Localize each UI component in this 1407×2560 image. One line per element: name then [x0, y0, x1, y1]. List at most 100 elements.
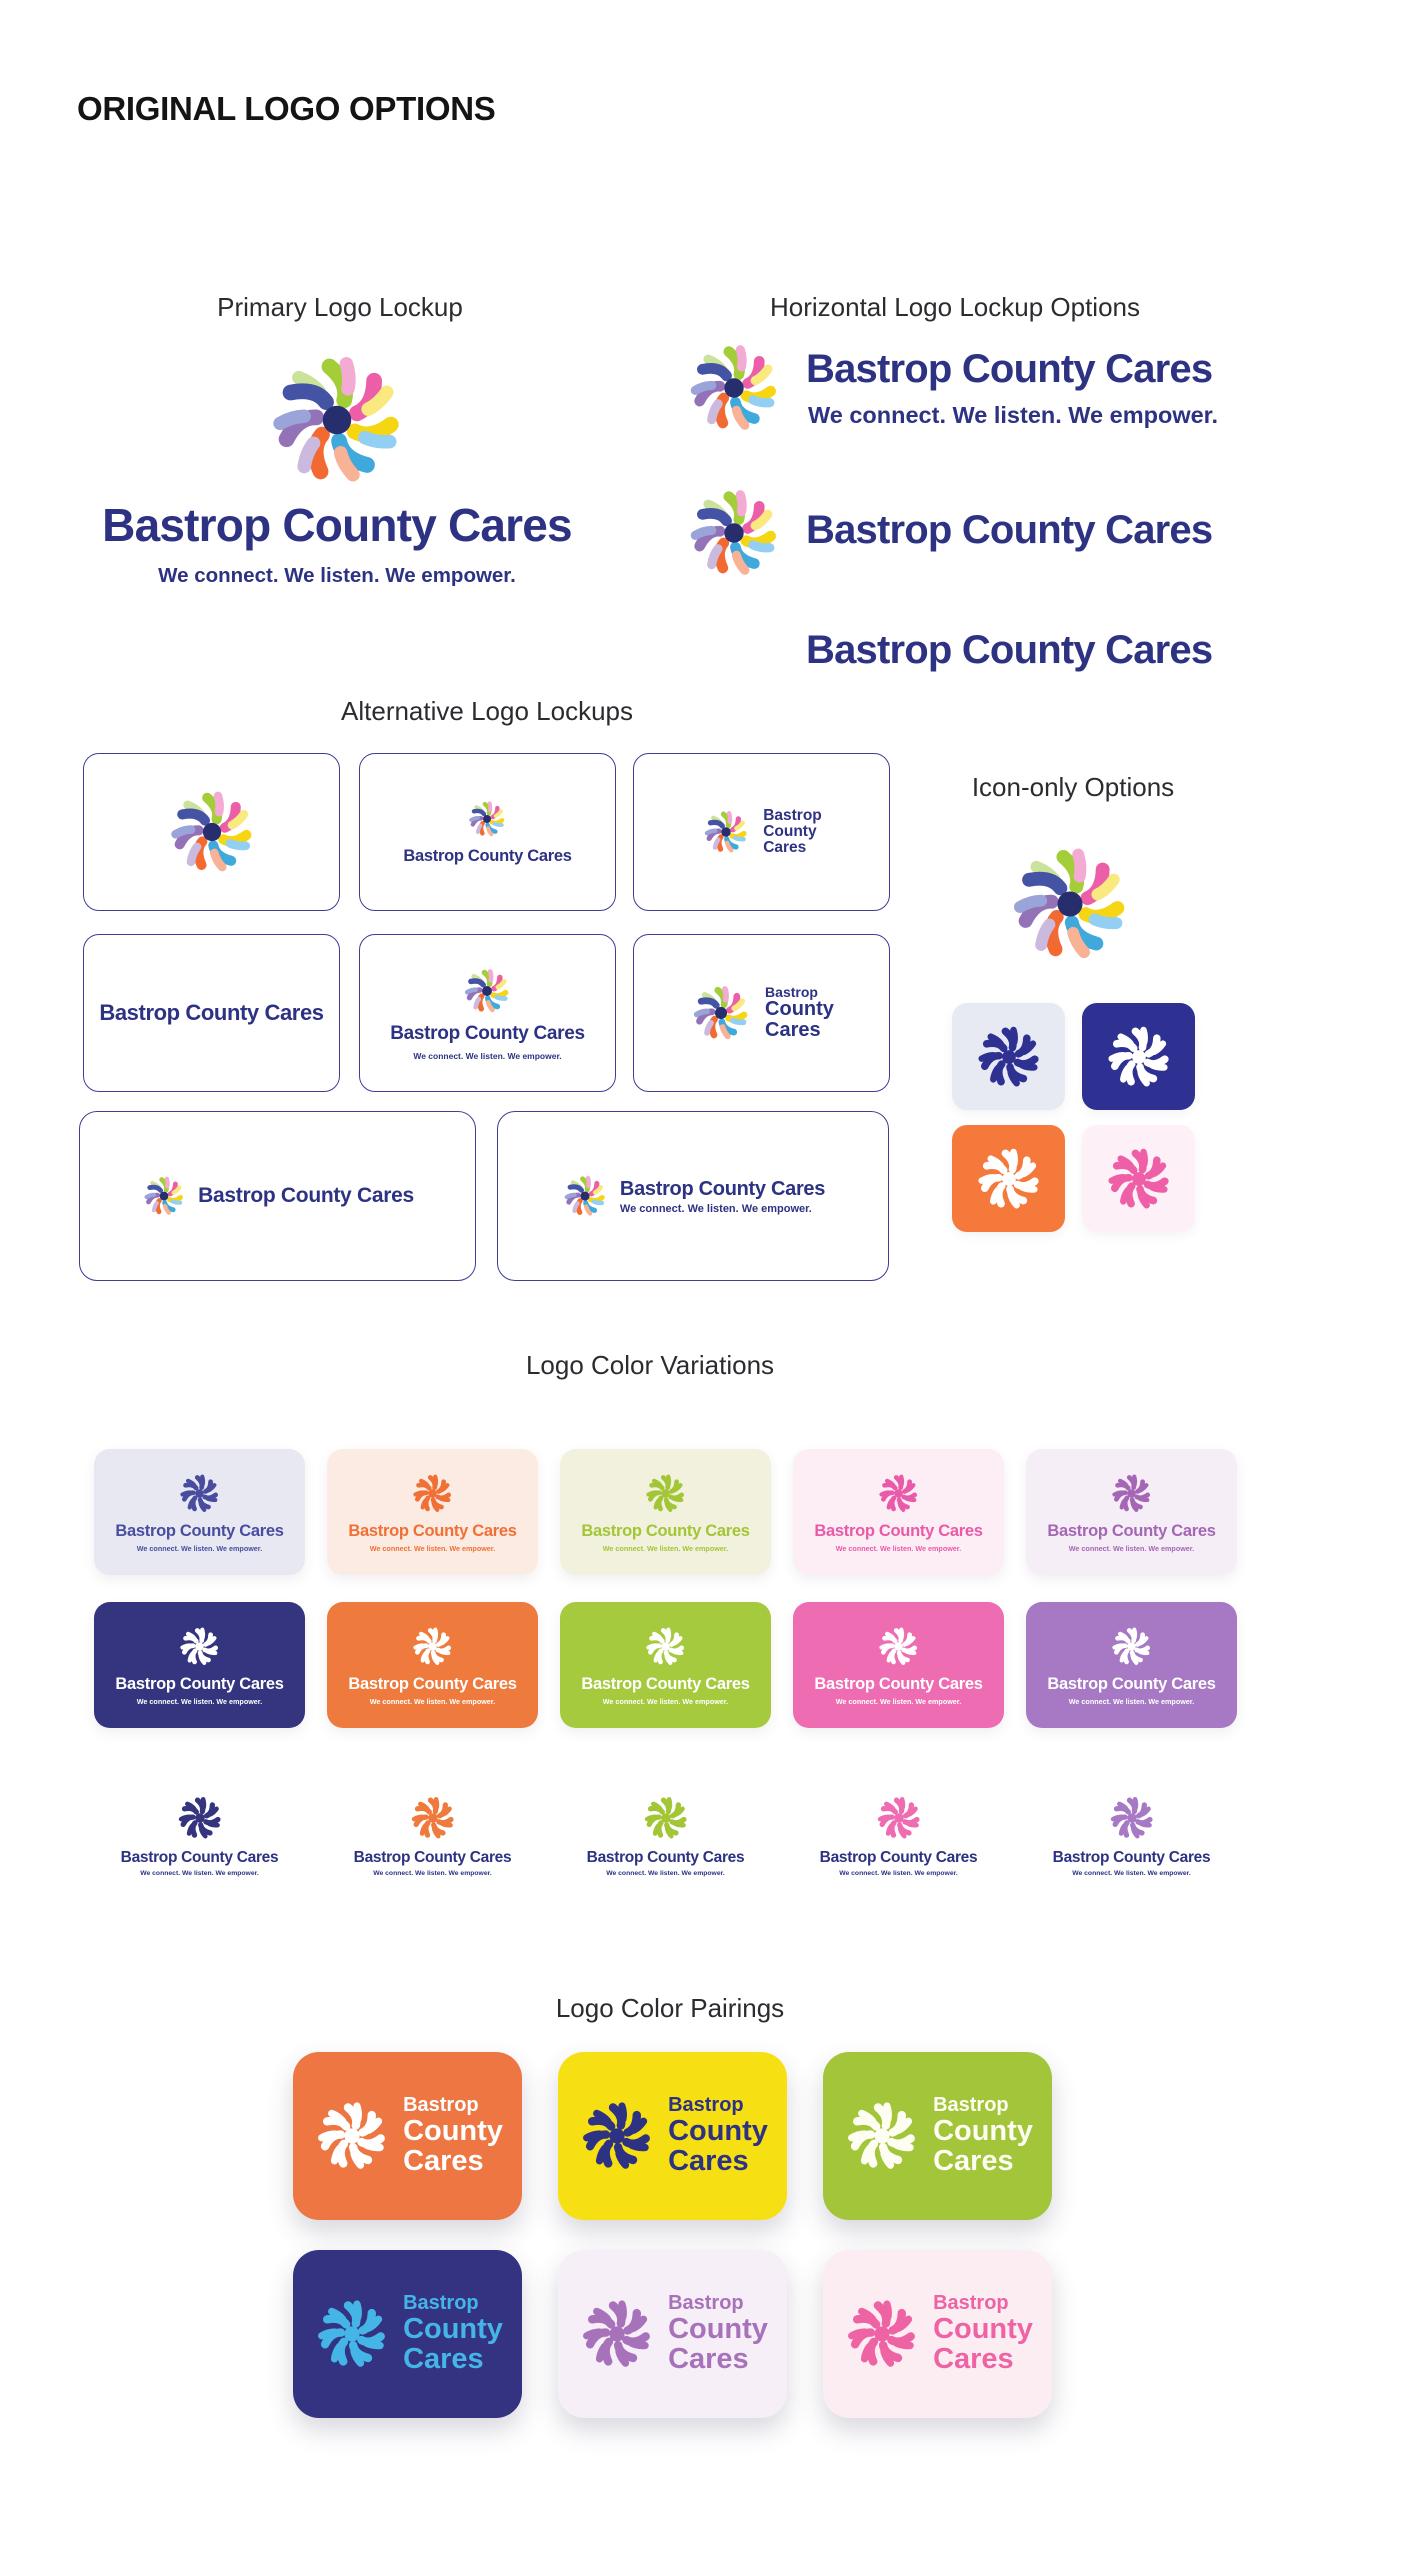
- brand-tagline: We connect. We listen. We empower.: [808, 402, 1219, 428]
- brand-flower-icon: [312, 2096, 392, 2176]
- brand-wordmark: Bastrop County Cares: [619, 1177, 826, 1200]
- alt-card-full-lockup: Bastrop County Cares We connect. We list…: [359, 934, 616, 1092]
- brand-wordmark: Bastrop County Cares: [586, 1849, 745, 1866]
- primary-lockup-label: Primary Logo Lockup: [217, 292, 463, 322]
- brand-name-line: Cares: [668, 2343, 749, 2376]
- icon-only-pink-tile: [1082, 1125, 1195, 1232]
- brand-wordmark: Bastrop County Cares: [581, 1675, 750, 1693]
- brand-wordmark: Bastrop County Cares: [198, 1184, 414, 1207]
- brand-wordmark: Bastrop County Cares: [99, 1000, 324, 1025]
- brand-wordmark: Bastrop County Cares: [102, 499, 572, 551]
- variation-tile: Bastrop County Cares We connect. We liste…: [560, 1602, 771, 1728]
- brand-tagline: We connect. We listen. We empower.: [1072, 1870, 1191, 1877]
- icon-only-navy-tile: [1082, 1003, 1195, 1110]
- icon-only-label: Icon-only Options: [971, 772, 1175, 802]
- brand-name-line: County: [765, 998, 834, 1021]
- brand-flower-icon: [643, 1471, 688, 1516]
- brand-wordmark: Bastrop County Cares: [353, 1849, 512, 1866]
- icon-only-tiles: [952, 1003, 1198, 1232]
- brand-name-line: County: [933, 2313, 1033, 2346]
- brand-wordmark: Bastrop County Cares: [348, 1522, 517, 1540]
- brand-flower-icon: [312, 2294, 392, 2374]
- brand-wordmark: Bastrop County Cares: [814, 1522, 983, 1540]
- variations-solid-row: Bastrop County Cares We connect. We liste…: [94, 1602, 1237, 1728]
- brand-name-line: Cares: [403, 2343, 484, 2376]
- brand-name-line: Bastrop: [403, 2094, 479, 2117]
- brand-flower-icon: [164, 784, 260, 880]
- brand-flower-icon: [577, 2294, 657, 2374]
- brand-tagline: We connect. We listen. We empower.: [369, 1697, 496, 1706]
- brand-wordmark: Bastrop County Cares: [806, 628, 1213, 672]
- brand-flower-icon: [177, 1624, 222, 1669]
- brand-tagline: We connect. We listen. We empower.: [136, 1697, 263, 1706]
- brand-name-line: Bastrop: [933, 2094, 1009, 2117]
- brand-flower-icon: [1103, 1143, 1175, 1215]
- brand-flower-icon: [876, 1471, 921, 1516]
- brand-wordmark: Bastrop County Cares: [348, 1675, 517, 1693]
- brand-flower-icon: [689, 981, 753, 1045]
- brand-flower-icon: [842, 2096, 922, 2176]
- brand-wordmark: Bastrop County Cares: [120, 1849, 279, 1866]
- alt-card-horizontal: Bastrop County Cares: [79, 1111, 476, 1281]
- brand-flower-icon: [973, 1143, 1045, 1215]
- brand-flower-icon: [1103, 1021, 1175, 1093]
- brand-wordmark: Bastrop County Cares: [806, 508, 1213, 552]
- brand-flower-icon: [842, 2294, 922, 2374]
- brand-flower-icon: [141, 1173, 187, 1219]
- variation-tile: Bastrop County Cares We connect. We liste…: [327, 1772, 538, 1898]
- brand-flower-icon: [466, 798, 508, 840]
- variations-plain-row: Bastrop County Cares We connect. We liste…: [94, 1772, 1237, 1898]
- brand-wordmark: Bastrop County Cares: [1047, 1675, 1216, 1693]
- brand-name-line: Cares: [668, 2145, 749, 2178]
- brand-wordmark: Bastrop County Cares: [814, 1675, 983, 1693]
- brand-name-line: County: [403, 2313, 503, 2346]
- alt-card-wordmark-only: Bastrop County Cares: [83, 934, 340, 1092]
- brand-tagline: We connect. We listen. We empower.: [369, 1544, 496, 1553]
- brand-flower-icon: [683, 482, 785, 584]
- brand-flower-icon: [262, 345, 412, 495]
- brand-tagline: We connect. We listen. We empower.: [602, 1697, 729, 1706]
- brand-tagline: We connect. We listen. We empower.: [1068, 1544, 1195, 1553]
- brand-flower-icon: [177, 1471, 222, 1516]
- brand-tagline: We connect. We listen. We empower.: [835, 1544, 962, 1553]
- variations-tinted-row: Bastrop County Cares We connect. We liste…: [94, 1449, 1237, 1575]
- alternative-lockups-label: Alternative Logo Lockups: [341, 696, 633, 726]
- brand-flower-icon: [410, 1471, 455, 1516]
- brand-tagline: We connect. We listen. We empower.: [602, 1544, 729, 1553]
- brand-name-line: County: [668, 2313, 768, 2346]
- color-variations-label: Logo Color Variations: [525, 1350, 775, 1380]
- icon-only-lavender-tile: [952, 1003, 1065, 1110]
- brand-wordmark: Bastrop County Cares: [115, 1522, 284, 1540]
- variation-tile: Bastrop County Cares We connect. We liste…: [327, 1602, 538, 1728]
- horizontal-lockup-label: Horizontal Logo Lockup Options: [769, 292, 1140, 322]
- page-title: ORIGINAL LOGO OPTIONS: [77, 90, 496, 127]
- brand-tagline: We connect. We listen. We empower.: [158, 564, 516, 587]
- brand-wordmark: Bastrop County Cares: [390, 1023, 585, 1044]
- alt-card-icon-only: [83, 753, 340, 911]
- brand-name-line: Cares: [403, 2145, 484, 2178]
- brand-flower-icon: [577, 2096, 657, 2176]
- brand-flower-icon: [1004, 838, 1136, 970]
- color-pairings-label: Logo Color Pairings: [555, 1993, 785, 2023]
- brand-flower-icon: [1109, 1624, 1154, 1669]
- brand-flower-icon: [874, 1793, 924, 1843]
- brand-flower-icon: [1107, 1793, 1157, 1843]
- brand-tagline: We connect. We listen. We empower.: [373, 1870, 492, 1877]
- brand-name-line: Bastrop: [403, 2292, 479, 2315]
- brand-name-line: Cares: [933, 2343, 1014, 2376]
